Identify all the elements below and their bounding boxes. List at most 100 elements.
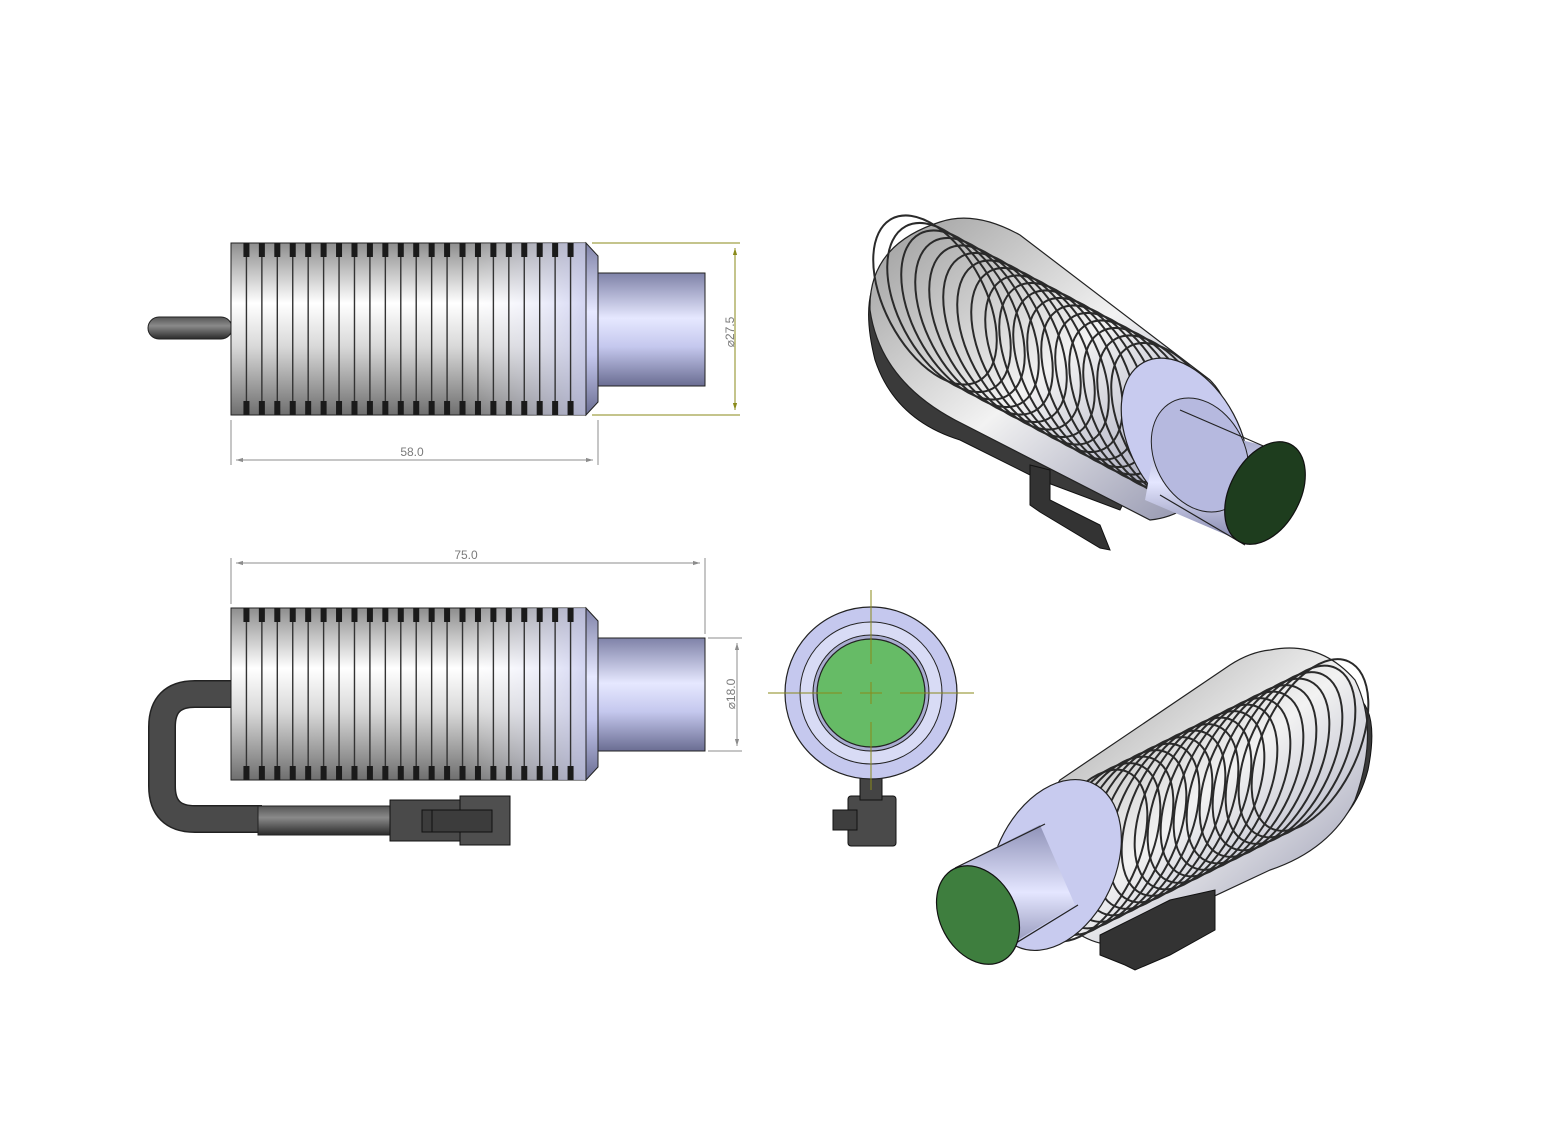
iso-connector-bottom: [1099, 889, 1216, 971]
fin-gap: [428, 243, 435, 257]
fin-gap: [505, 243, 512, 257]
fin-gap: [351, 608, 358, 622]
fin-gap: [274, 766, 281, 780]
dimension-length-58: 58.0: [230, 420, 599, 465]
iso-nose-edges: [1159, 409, 1269, 546]
fin-gap: [413, 243, 420, 257]
iso-fin: [1026, 296, 1152, 469]
iso-fin: [998, 281, 1124, 454]
fin-gap: [243, 608, 250, 622]
fin-gap: [366, 401, 373, 415]
iso-lens-bottom: [935, 865, 1021, 965]
fin-gaps: [243, 243, 574, 415]
fin-gap: [397, 766, 404, 780]
fin-gap: [490, 401, 497, 415]
fin-gap: [289, 401, 296, 415]
fin-gap: [274, 243, 281, 257]
fin-gap: [351, 766, 358, 780]
fin-gap: [351, 401, 358, 415]
iso-fin: [956, 259, 1082, 431]
fin-gap: [336, 608, 343, 622]
fin-gap: [274, 401, 281, 415]
fin-gap: [320, 401, 327, 415]
fin-gap: [505, 401, 512, 415]
fin-gap: [320, 243, 327, 257]
fin-gap: [351, 243, 358, 257]
fin-gap: [459, 608, 466, 622]
fin-gap: [459, 401, 466, 415]
fin-gap: [336, 243, 343, 257]
fin-gap: [382, 401, 389, 415]
iso-fin: [928, 244, 1054, 416]
iso-fin: [900, 229, 1026, 401]
fin-gap: [474, 401, 481, 415]
fin-gap: [289, 243, 296, 257]
fin-gap: [258, 243, 265, 257]
fin-gap: [243, 243, 250, 257]
fin-gap: [382, 766, 389, 780]
iso-fin: [1012, 289, 1138, 461]
fin-gap: [274, 608, 281, 622]
fin-gap: [428, 766, 435, 780]
dimension-diameter-27-5: ⌀27.5: [592, 242, 740, 416]
lens-barrel: [597, 272, 706, 387]
fin-gap: [305, 401, 312, 415]
side-view-top: ⌀27.5 58.0: [147, 241, 740, 465]
fin-gap: [382, 608, 389, 622]
fin-gap: [243, 401, 250, 415]
fin-gap: [521, 401, 528, 415]
fin-gap: [459, 766, 466, 780]
body-blue-tint: [460, 243, 586, 415]
fin-gap: [444, 243, 451, 257]
iso-fin: [914, 236, 1040, 409]
fin-gap: [474, 608, 481, 622]
iso-fin: [942, 251, 1068, 424]
front-view: [768, 590, 974, 847]
fin-gap: [521, 608, 528, 622]
fin-gap: [428, 608, 435, 622]
fin-gap: [413, 766, 420, 780]
fin-gap: [552, 243, 559, 257]
cable-sleeve: [257, 805, 394, 836]
fin-gap: [521, 766, 528, 780]
iso-fin: [872, 214, 998, 386]
fin-gap: [552, 766, 559, 780]
iso-lens-top: [1224, 441, 1306, 545]
fin-gap: [428, 401, 435, 415]
fin-gap: [413, 608, 420, 622]
fin-gap: [336, 766, 343, 780]
fin-gap: [567, 401, 574, 415]
fin-gaps: [243, 608, 574, 780]
fin-gap: [444, 766, 451, 780]
fin-gap: [258, 608, 265, 622]
fin-gap: [289, 766, 296, 780]
fin-gap: [397, 401, 404, 415]
fin-gap: [536, 243, 543, 257]
diameter-label-bottom: ⌀18.0: [724, 678, 738, 709]
fin-gap: [258, 766, 265, 780]
lens-barrel: [597, 637, 706, 752]
fin-gap: [243, 766, 250, 780]
iso-connector-top: [1029, 464, 1111, 551]
fin-gap: [397, 243, 404, 257]
fin-gap: [366, 766, 373, 780]
fin-gap: [397, 608, 404, 622]
fin-gap: [305, 608, 312, 622]
fin-gap: [444, 608, 451, 622]
fin-gap: [459, 243, 466, 257]
fin-gap: [366, 243, 373, 257]
fin-gap: [567, 766, 574, 780]
iso-fin: [984, 274, 1110, 446]
center-mark: [768, 590, 974, 790]
length-label-top: 58.0: [400, 445, 424, 459]
isometric-view-top: [868, 214, 1306, 551]
fin-gap: [413, 401, 420, 415]
fin-gap: [536, 608, 543, 622]
fin-gap: [444, 401, 451, 415]
fin-gap: [258, 401, 265, 415]
fin-gap: [305, 243, 312, 257]
fin-gap: [305, 766, 312, 780]
fin-gap: [521, 243, 528, 257]
iso-fin: [886, 221, 1012, 394]
